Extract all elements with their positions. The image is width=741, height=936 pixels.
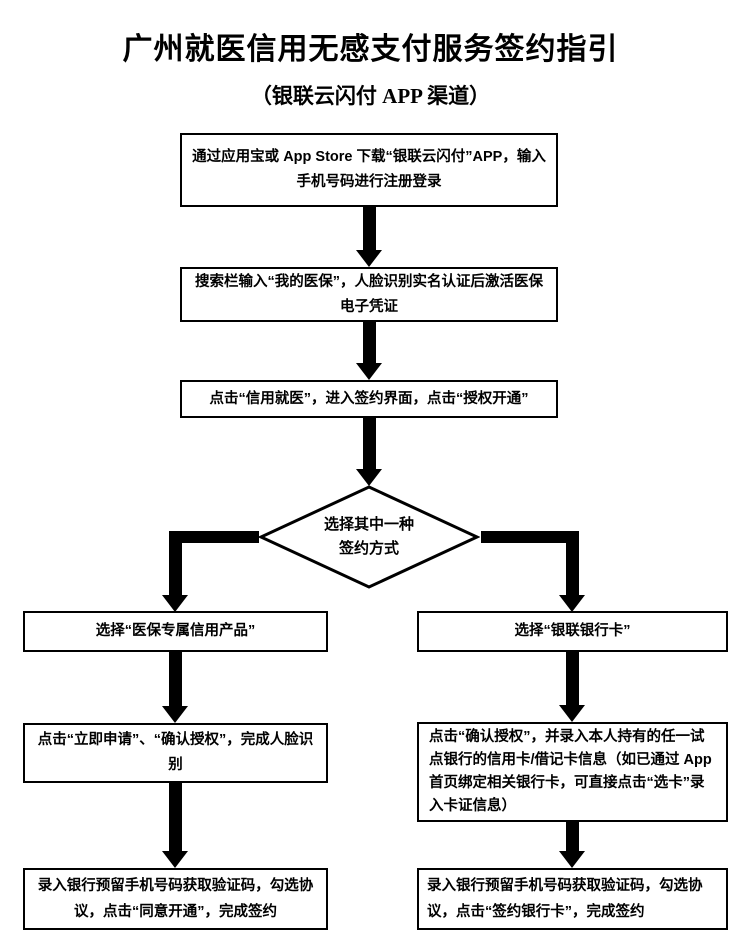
step-activate-insurance-label: 搜索栏输入“我的医保”，人脸识别实名认证后激活医保电子凭证 — [195, 273, 543, 315]
arrow-stem — [168, 531, 182, 595]
arrow-credit-to-decision-icon — [356, 418, 382, 486]
arrow-head — [356, 250, 382, 267]
decision-label: 选择其中一种签约方式 — [323, 516, 414, 557]
left-select-product-box: 选择“医保专属信用产品” — [23, 611, 328, 652]
arrow-head — [162, 595, 188, 612]
diamond-shape — [258, 485, 480, 589]
step-download-app-label: 通过应用宝或 App Store 下载“银联云闪付”APP，输入手机号码进行注册… — [192, 149, 546, 190]
arrow-head — [559, 705, 585, 722]
arrow-stem — [362, 207, 376, 250]
step-download-app-box: 通过应用宝或 App Store 下载“银联云闪付”APP，输入手机号码进行注册… — [180, 133, 558, 207]
right-select-card-label: 选择“银联银行卡” — [514, 623, 631, 639]
arrow-head — [162, 851, 188, 868]
arrow-activate-to-credit-icon — [356, 322, 382, 380]
right-confirm-auth-label: 点击“确认授权”，并录入本人持有的任一试点银行的信用卡/借记卡信息（如已通过 A… — [429, 729, 712, 814]
left-sign-complete-box: 录入银行预留手机号码获取验证码，勾选协议，点击“同意开通”，完成签约 — [23, 868, 328, 930]
elbow-right-horizontal-line — [481, 531, 579, 543]
page-subtitle: （银联云闪付 APP 渠道） — [250, 84, 491, 108]
left-apply-auth-box: 点击“立即申请”、“确认授权”，完成人脸识别 — [23, 723, 328, 783]
arrow-decision-to-right-icon — [559, 531, 585, 612]
page-title: 广州就医信用无感支付服务签约指引 — [122, 33, 619, 66]
arrow-head — [356, 469, 382, 486]
elbow-left-horizontal-line — [169, 531, 259, 543]
arrow-head — [559, 851, 585, 868]
arrow-stem — [565, 822, 579, 851]
arrow-stem — [168, 652, 182, 706]
left-select-product-label: 选择“医保专属信用产品” — [95, 623, 256, 639]
left-apply-auth-label: 点击“立即申请”、“确认授权”，完成人脸识别 — [37, 732, 314, 773]
step-credit-medical-label: 点击“信用就医”，进入签约界面，点击“授权开通” — [209, 390, 529, 407]
arrow-head — [356, 363, 382, 380]
step-credit-medical-box: 点击“信用就医”，进入签约界面，点击“授权开通” — [180, 380, 558, 418]
left-sign-complete-label: 录入银行预留手机号码获取验证码，勾选协议，点击“同意开通”，完成签约 — [37, 878, 314, 920]
decision-label-wrap: 选择其中一种签约方式 — [258, 485, 480, 589]
arrow-head — [559, 595, 585, 612]
right-select-card-box: 选择“银联银行卡” — [417, 611, 728, 652]
arrow-decision-to-left-icon — [162, 531, 188, 612]
right-sign-complete-label: 录入银行预留手机号码获取验证码，勾选协议，点击“签约银行卡”，完成签约 — [427, 878, 703, 920]
arrow-stem — [362, 418, 376, 469]
arrow-right-select-to-confirm-icon — [559, 652, 585, 722]
arrow-stem — [565, 531, 579, 595]
arrow-download-to-activate-icon — [356, 207, 382, 267]
right-sign-complete-box: 录入银行预留手机号码获取验证码，勾选协议，点击“签约银行卡”，完成签约 — [417, 868, 728, 930]
arrow-left-apply-to-sign-icon — [162, 783, 188, 868]
arrow-right-confirm-to-sign-icon — [559, 822, 585, 868]
decision-sign-method-diamond: 选择其中一种签约方式 — [258, 485, 480, 589]
arrow-stem — [362, 322, 376, 363]
step-activate-insurance-box: 搜索栏输入“我的医保”，人脸识别实名认证后激活医保电子凭证 — [180, 267, 558, 322]
arrow-stem — [565, 652, 579, 705]
arrow-head — [162, 706, 188, 723]
right-confirm-auth-box: 点击“确认授权”，并录入本人持有的任一试点银行的信用卡/借记卡信息（如已通过 A… — [417, 722, 728, 822]
arrow-stem — [168, 783, 182, 851]
arrow-left-select-to-apply-icon — [162, 652, 188, 723]
